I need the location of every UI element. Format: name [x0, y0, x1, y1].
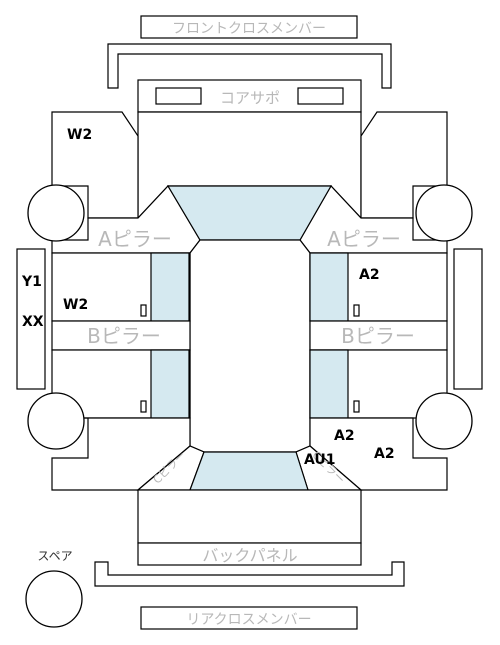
front-door-handle-left: [140, 304, 147, 317]
back-panel: [137, 542, 362, 566]
rear-bumper: [94, 561, 405, 587]
tire-rear-right: [415, 392, 473, 450]
spare-label: スペア: [37, 549, 72, 563]
rear-quarter-left: [51, 417, 191, 491]
code-front-fender-left: W2: [67, 127, 92, 143]
front-bumper: [107, 43, 392, 89]
rear-door-handle-right: [353, 400, 360, 413]
tire-front-right: [415, 184, 473, 242]
front-cross-member-label: フロントクロスメンバー: [172, 21, 326, 37]
front-fender-right: [360, 111, 448, 219]
code-front-door-right: A2: [359, 267, 380, 283]
code-front-door-left: W2: [63, 297, 88, 313]
code-rear-quarter-right: A2: [374, 446, 395, 462]
a-pillar-left-label: Aピラー: [98, 227, 172, 251]
front-door-window-right: [309, 252, 349, 322]
rear-door-window-left: [150, 349, 190, 419]
code-rear-door-right: A2: [334, 428, 355, 444]
rear-cross-member-label: リアクロスメンバー: [186, 612, 311, 628]
back-panel-label: バックパネル: [202, 546, 297, 565]
a-pillar-right-label: Aピラー: [327, 227, 401, 251]
roof: [189, 239, 311, 453]
b-pillar-left: [51, 320, 191, 351]
front-door-handle-right: [353, 304, 360, 317]
rear-glass: [189, 451, 309, 491]
front-door-window-left: [150, 252, 190, 322]
side-sill-left: [16, 248, 46, 390]
rear-cross-member-box: [140, 606, 358, 630]
core-support-label: コアサポ: [220, 89, 280, 107]
trunk: [137, 489, 362, 544]
rear-door-window-right: [309, 349, 349, 419]
b-pillar-right: [309, 320, 448, 351]
side-sill-right: [453, 248, 483, 390]
headlight-left: [155, 87, 202, 105]
code-c-pillar-right: AU1: [304, 452, 336, 468]
headlight-right: [297, 87, 344, 105]
b-pillar-left-label: Bピラー: [87, 324, 161, 348]
code-left-side-bottom: XX: [22, 314, 44, 330]
rear-door-handle-left: [140, 400, 147, 413]
front-cross-member-box: [140, 15, 358, 39]
tire-front-left: [27, 184, 85, 242]
code-left-side-top: Y1: [21, 274, 42, 290]
tire-rear-left: [27, 392, 85, 450]
tire-spare: [25, 570, 83, 628]
b-pillar-right-label: Bピラー: [341, 324, 415, 348]
